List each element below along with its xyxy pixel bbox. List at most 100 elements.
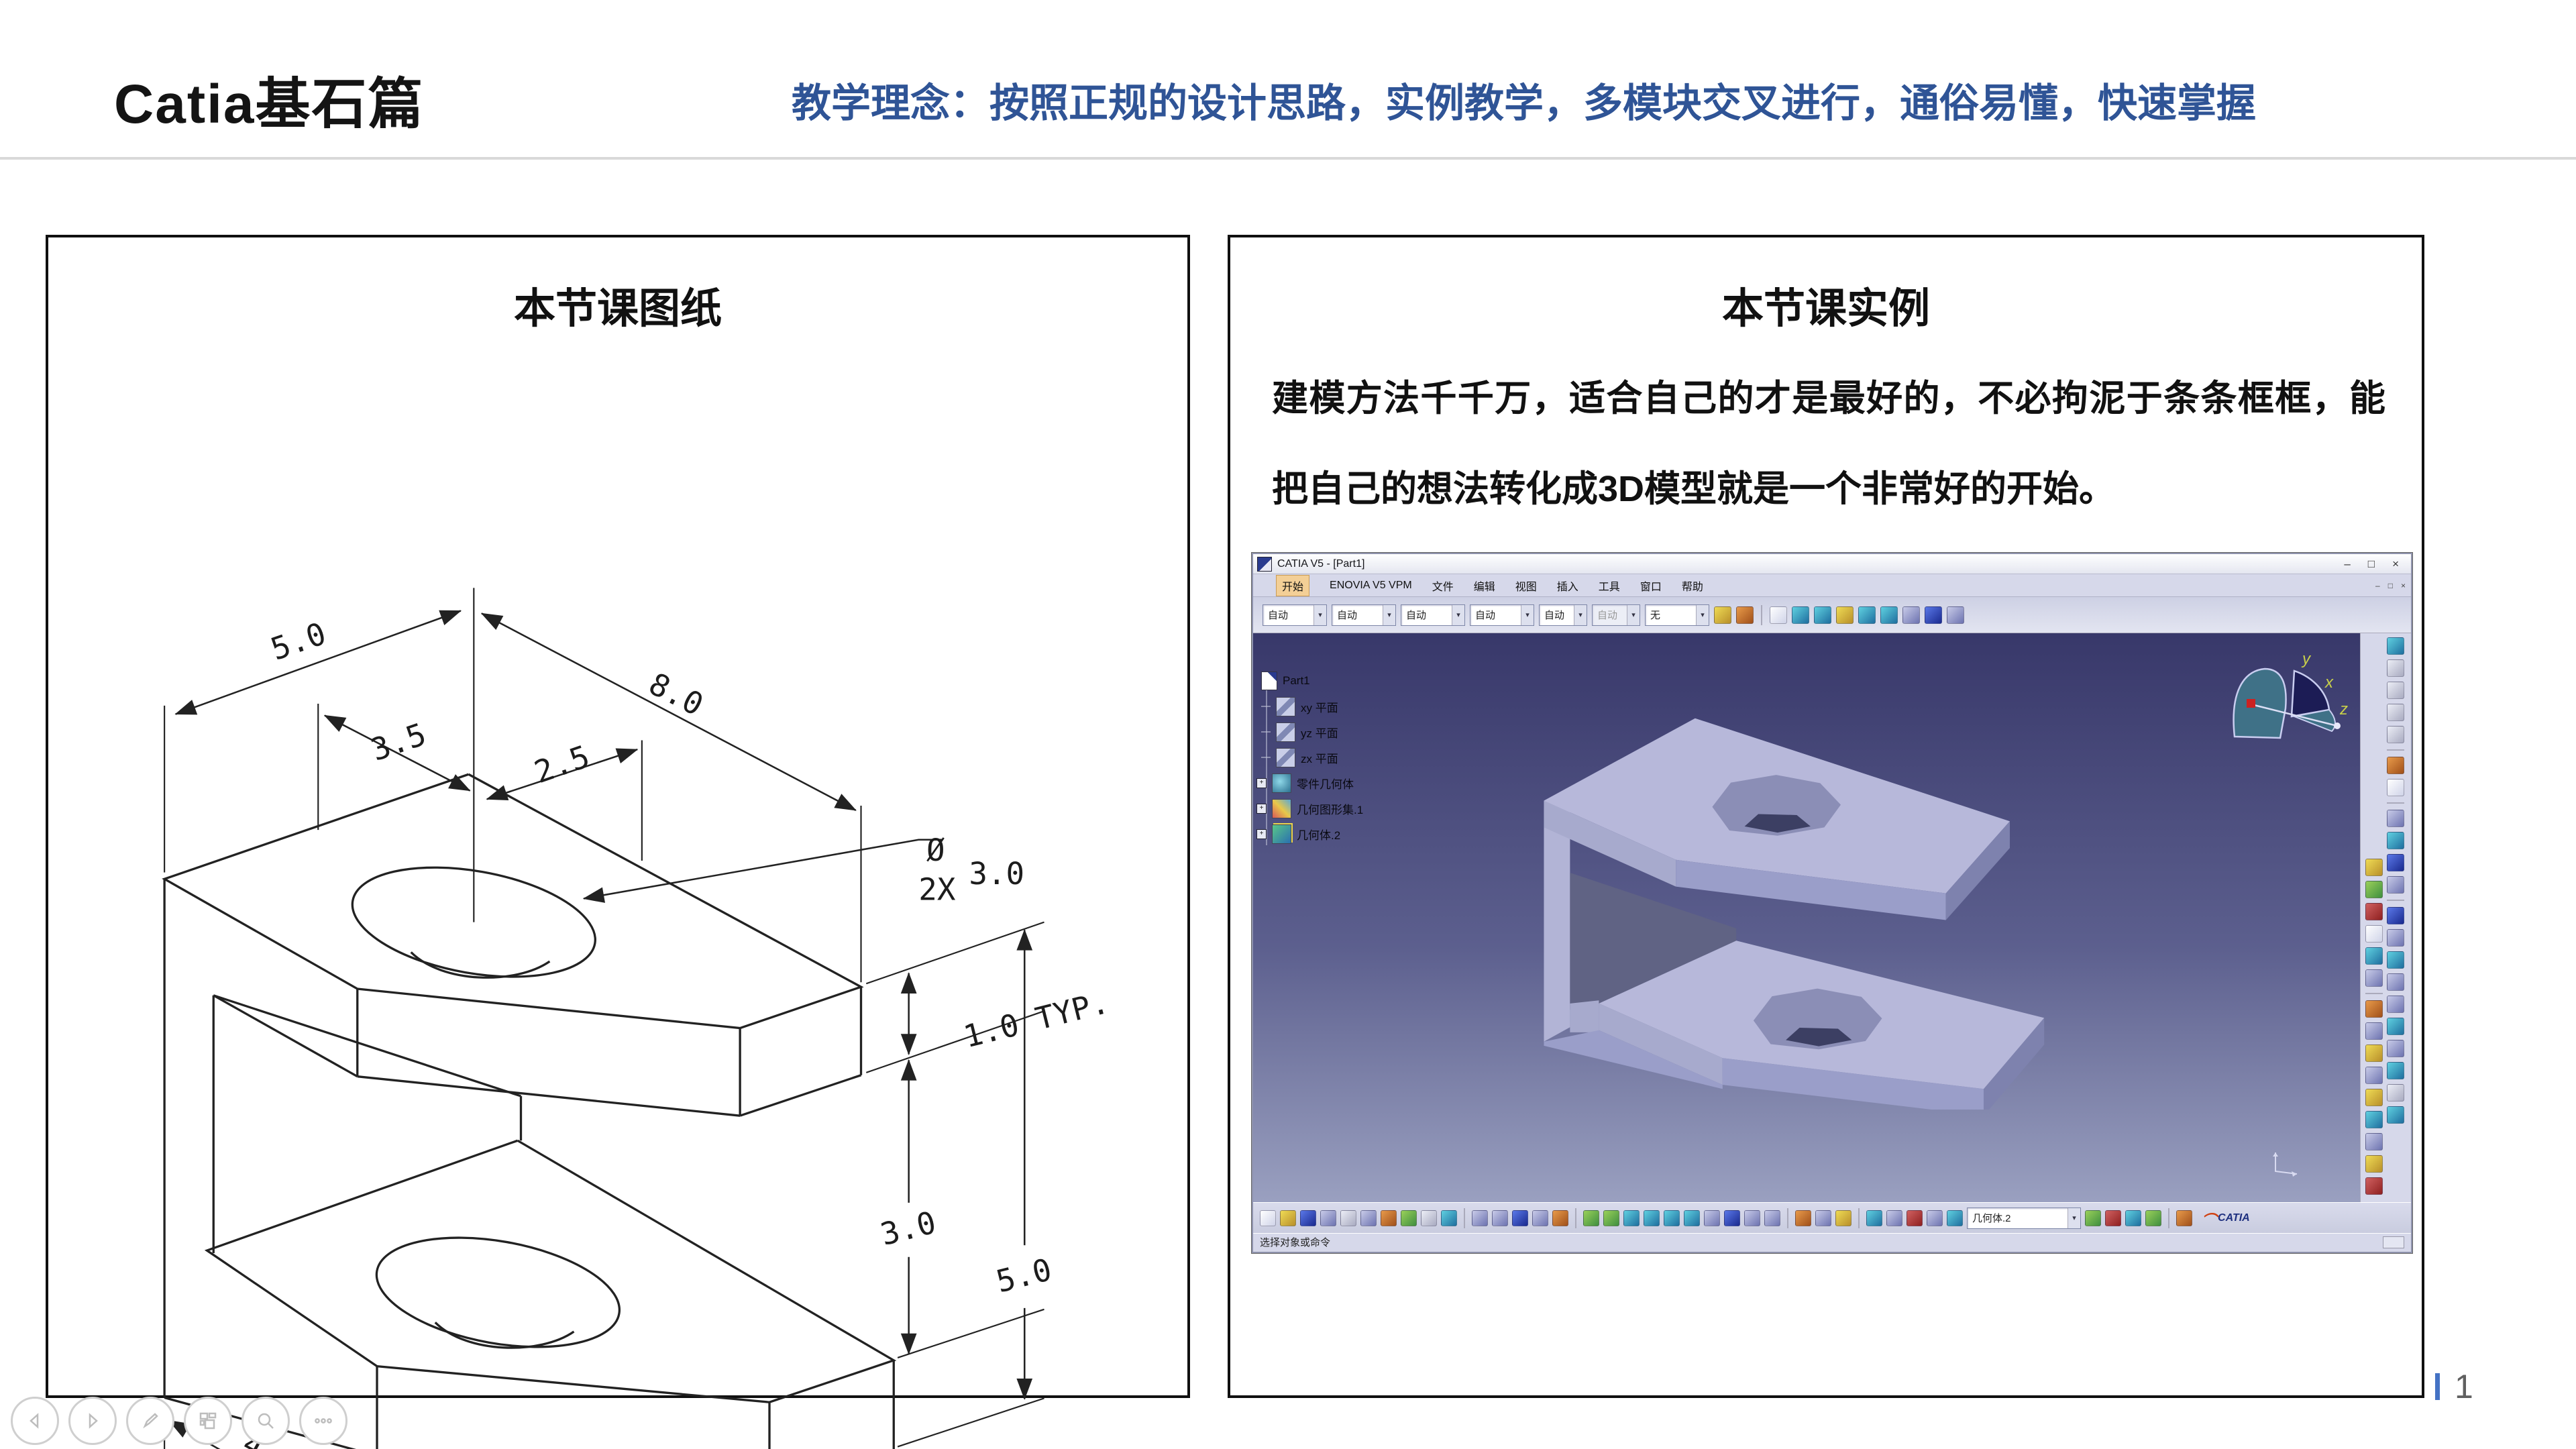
menu-window[interactable]: 窗口	[1640, 581, 1662, 593]
mirror-icon[interactable]	[2365, 1133, 2383, 1150]
swap-space-icon[interactable]	[1815, 1210, 1831, 1226]
menu-insert[interactable]: 插入	[1556, 581, 1578, 593]
shell-icon[interactable]	[2365, 1067, 2383, 1084]
revolve-icon[interactable]	[1880, 606, 1898, 624]
rotate-icon[interactable]	[1644, 1210, 1660, 1226]
sheet-metal-icon[interactable]	[2145, 1210, 2161, 1226]
disabled-tool-icon[interactable]	[2386, 1084, 2404, 1102]
offset-icon[interactable]	[1902, 606, 1920, 624]
surface-icon[interactable]	[1836, 606, 1854, 624]
tree-item-partbody[interactable]: + 零件几何体	[1256, 770, 1363, 796]
menu-view[interactable]: 视图	[1515, 581, 1537, 593]
glove-icon[interactable]	[2176, 1210, 2192, 1226]
scale-icon[interactable]	[2365, 1177, 2383, 1195]
redo-icon[interactable]	[1421, 1210, 1437, 1226]
combo-line-weight[interactable]: 自动▾	[1401, 604, 1465, 626]
point-icon[interactable]	[2365, 925, 2383, 943]
multi-view-icon[interactable]	[1724, 1210, 1740, 1226]
sew-surface-icon[interactable]	[2386, 1018, 2404, 1035]
tree-expander[interactable]: +	[1256, 777, 1267, 788]
menu-help[interactable]: 帮助	[1681, 581, 1703, 593]
catia-3d-viewport[interactable]: Part1 xy 平面 yz 平面 zx 平面	[1253, 633, 2360, 1202]
pan-icon[interactable]	[1623, 1210, 1640, 1226]
status-resize-box[interactable]	[2383, 1236, 2404, 1248]
chevron-down-icon[interactable]: ▾	[1383, 604, 1395, 625]
mdi-minimize-button[interactable]: –	[2375, 580, 2380, 590]
chevron-down-icon[interactable]: ▾	[1696, 604, 1709, 625]
menu-enovia[interactable]: ENOVIA V5 VPM	[1330, 579, 1412, 591]
user-pattern-icon[interactable]	[2105, 1210, 2121, 1226]
line-icon[interactable]	[2365, 947, 2383, 965]
fly-mode-icon[interactable]	[1583, 1210, 1599, 1226]
shading-icon[interactable]	[1764, 1210, 1780, 1226]
previous-slide-button[interactable]	[11, 1397, 59, 1445]
tree-item-body2[interactable]: + 几何体.2	[1256, 821, 1363, 847]
multi-view-icon[interactable]	[2386, 810, 2404, 827]
cut-icon[interactable]	[1340, 1210, 1356, 1226]
painter-icon[interactable]	[1714, 606, 1731, 624]
tree-root[interactable]: Part1	[1261, 668, 1363, 694]
disabled-tool-icon[interactable]	[2386, 682, 2404, 699]
arc-icon[interactable]	[1814, 606, 1831, 624]
link-icon[interactable]	[1532, 1210, 1548, 1226]
save-icon[interactable]	[1300, 1210, 1316, 1226]
grid-icon[interactable]	[2386, 854, 2404, 871]
slide-panel-button[interactable]	[184, 1397, 232, 1445]
menu-start[interactable]: 开始	[1276, 574, 1310, 596]
chevron-down-icon[interactable]: ▾	[2068, 1208, 2080, 1228]
zoom-out-icon[interactable]	[1684, 1210, 1700, 1226]
combo-layer[interactable]: 无▾	[1645, 604, 1709, 626]
wireframe-icon[interactable]	[1866, 1210, 1882, 1226]
disabled-tool-icon[interactable]	[2386, 659, 2404, 677]
chevron-down-icon[interactable]: ▾	[1313, 604, 1326, 625]
menu-file[interactable]: 文件	[1432, 581, 1454, 593]
print-icon[interactable]	[1320, 1210, 1336, 1226]
menu-tools[interactable]: 工具	[1598, 581, 1620, 593]
new-file-icon[interactable]	[1260, 1210, 1276, 1226]
tree-item-zx-plane[interactable]: zx 平面	[1261, 745, 1363, 770]
interference-icon[interactable]	[1907, 1210, 1923, 1226]
boolean-add-icon[interactable]	[2386, 907, 2404, 924]
wizard-icon[interactable]	[1736, 606, 1754, 624]
chamfer-icon[interactable]	[2365, 1022, 2383, 1040]
fillet-icon[interactable]	[2365, 1000, 2383, 1018]
thickness-icon[interactable]	[2365, 1089, 2383, 1106]
thread-icon[interactable]	[2365, 1111, 2383, 1128]
zoom-slide-button[interactable]	[241, 1397, 290, 1445]
3d-model[interactable]	[1503, 698, 2066, 1110]
blend-icon[interactable]	[1947, 606, 1964, 624]
properties-icon[interactable]	[1886, 1210, 1902, 1226]
combo-point-symbol[interactable]: 自动▾	[1539, 604, 1587, 626]
fit-all-icon[interactable]	[1603, 1210, 1619, 1226]
point-icon[interactable]	[1770, 606, 1787, 624]
catia-title-bar[interactable]: CATIA V5 - [Part1] – □ ×	[1253, 554, 2411, 574]
mdi-restore-button[interactable]: □	[2387, 580, 2393, 590]
undo-icon[interactable]	[1401, 1210, 1417, 1226]
healing-icon[interactable]	[2386, 1106, 2404, 1124]
more-options-button[interactable]	[299, 1397, 347, 1445]
tree-item-xy-plane[interactable]: xy 平面	[1261, 694, 1363, 719]
zoom-in-icon[interactable]	[1664, 1210, 1680, 1226]
menu-edit[interactable]: 编辑	[1473, 581, 1495, 593]
join-icon[interactable]	[2386, 1062, 2404, 1079]
image-capture-icon[interactable]	[1492, 1210, 1508, 1226]
axis-system-icon[interactable]	[2125, 1210, 2141, 1226]
catalog-icon[interactable]	[1552, 1210, 1568, 1226]
sketch-icon[interactable]	[2386, 779, 2404, 796]
extrude-icon[interactable]	[1858, 606, 1876, 624]
tree-expander[interactable]: +	[1256, 803, 1267, 814]
power-copy-icon[interactable]	[2085, 1210, 2101, 1226]
normal-view-icon[interactable]	[1704, 1210, 1720, 1226]
combo-render-style[interactable]: 自动▾	[1592, 604, 1640, 626]
chevron-down-icon[interactable]: ▾	[1521, 604, 1534, 625]
paste-icon[interactable]	[1381, 1210, 1397, 1226]
tree-item-geoset1[interactable]: + 几何图形集.1	[1256, 796, 1363, 821]
boolean-remove-icon[interactable]	[2386, 929, 2404, 947]
shaft-icon[interactable]	[2365, 903, 2383, 920]
open-file-icon[interactable]	[1280, 1210, 1296, 1226]
chevron-down-icon[interactable]: ▾	[1452, 604, 1464, 625]
pen-tool-button[interactable]	[126, 1397, 174, 1445]
tree-expander[interactable]: +	[1256, 828, 1267, 839]
isometric-view-icon[interactable]	[2386, 832, 2404, 849]
measure-icon[interactable]	[1835, 1210, 1851, 1226]
